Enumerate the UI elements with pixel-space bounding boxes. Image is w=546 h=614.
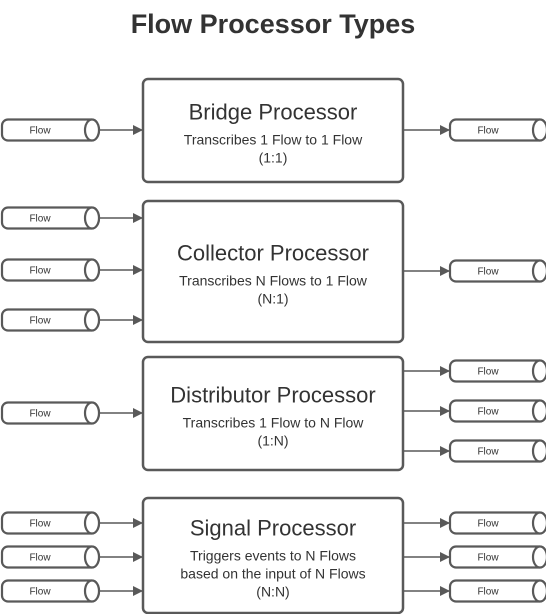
pipe-label: Flow bbox=[29, 587, 51, 598]
input-flow-pipe: Flow bbox=[0, 545, 101, 569]
pipe-label: Flow bbox=[477, 553, 499, 564]
pipe-label: Flow bbox=[477, 407, 499, 418]
output-flow-pipe: Flow bbox=[448, 359, 546, 383]
processor-box bbox=[141, 355, 405, 472]
processor-box bbox=[141, 77, 405, 184]
processor-description-line: (1:N) bbox=[257, 433, 288, 449]
output-flow-pipe: Flow bbox=[448, 545, 546, 569]
pipe-end-cap bbox=[83, 579, 101, 603]
pipe-end-cap bbox=[531, 399, 546, 423]
processor-description-line: Transcribes 1 Flow to 1 Flow bbox=[184, 132, 363, 148]
output-flow-pipe: Flow bbox=[448, 259, 546, 283]
pipe-end-cap bbox=[83, 118, 101, 142]
pipe-end-cap bbox=[531, 359, 546, 383]
input-flow-pipe: Flow bbox=[0, 258, 101, 282]
processor-name: Signal Processor bbox=[190, 516, 356, 541]
pipe-label: Flow bbox=[477, 519, 499, 530]
processor-description-line: Transcribes 1 Flow to N Flow bbox=[183, 415, 365, 431]
pipe-end-cap bbox=[531, 259, 546, 283]
pipe-label: Flow bbox=[29, 214, 51, 225]
pipe-end-cap bbox=[531, 439, 546, 463]
pipe-end-cap bbox=[83, 206, 101, 230]
processor-description-line: (1:1) bbox=[259, 150, 288, 166]
pipe-label: Flow bbox=[29, 266, 51, 277]
diagram-title: Flow Processor Types bbox=[131, 9, 416, 39]
pipe-label: Flow bbox=[477, 126, 499, 137]
processor-box bbox=[141, 199, 405, 344]
pipe-end-cap bbox=[83, 511, 101, 535]
output-flow-pipe: Flow bbox=[448, 118, 546, 142]
output-flow-pipe: Flow bbox=[448, 439, 546, 463]
processor-description-line: (N:1) bbox=[257, 291, 288, 307]
pipe-end-cap bbox=[83, 258, 101, 282]
pipe-label: Flow bbox=[477, 587, 499, 598]
pipe-end-cap bbox=[83, 308, 101, 332]
pipe-label: Flow bbox=[477, 267, 499, 278]
input-flow-pipe: Flow bbox=[0, 118, 101, 142]
input-flow-pipe: Flow bbox=[0, 308, 101, 332]
processor-description-line: based on the input of N Flows bbox=[180, 566, 365, 582]
processor-name: Bridge Processor bbox=[189, 100, 358, 125]
pipe-end-cap bbox=[83, 401, 101, 425]
input-flow-pipe: Flow bbox=[0, 579, 101, 603]
processor-description-line: Triggers events to N Flows bbox=[190, 548, 356, 564]
pipe-label: Flow bbox=[29, 126, 51, 137]
pipe-label: Flow bbox=[29, 553, 51, 564]
input-flow-pipe: Flow bbox=[0, 401, 101, 425]
pipe-label: Flow bbox=[29, 519, 51, 530]
pipe-end-cap bbox=[83, 545, 101, 569]
pipe-label: Flow bbox=[477, 447, 499, 458]
processor-description-line: Transcribes N Flows to 1 Flow bbox=[179, 273, 368, 289]
processor-box bbox=[141, 496, 405, 614]
pipe-label: Flow bbox=[477, 367, 499, 378]
pipe-end-cap bbox=[531, 511, 546, 535]
pipe-label: Flow bbox=[29, 316, 51, 327]
pipe-end-cap bbox=[531, 579, 546, 603]
processor-name: Collector Processor bbox=[177, 241, 369, 266]
input-flow-pipe: Flow bbox=[0, 206, 101, 230]
processor-description-line: (N:N) bbox=[256, 584, 289, 600]
output-flow-pipe: Flow bbox=[448, 399, 546, 423]
pipe-end-cap bbox=[531, 118, 546, 142]
output-flow-pipe: Flow bbox=[448, 511, 546, 535]
input-flow-pipe: Flow bbox=[0, 511, 101, 535]
pipe-label: Flow bbox=[29, 409, 51, 420]
output-flow-pipe: Flow bbox=[448, 579, 546, 603]
processor-name: Distributor Processor bbox=[170, 383, 375, 408]
pipe-end-cap bbox=[531, 545, 546, 569]
